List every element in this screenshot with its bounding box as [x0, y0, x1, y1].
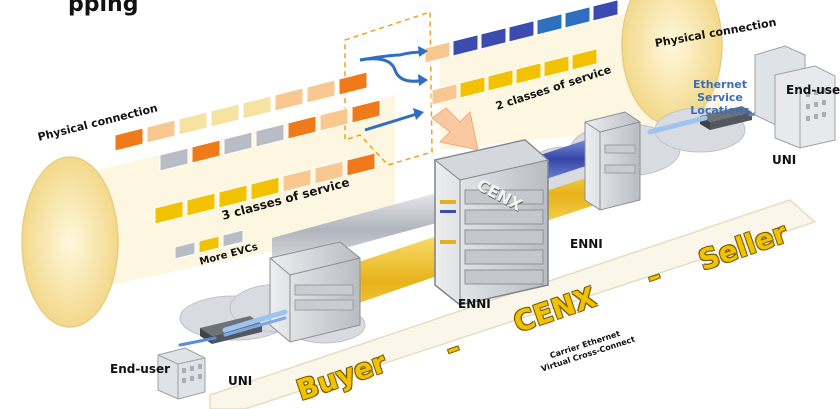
enni-right-label: ENNI [570, 237, 603, 251]
evc-block [508, 20, 535, 43]
evc-block [459, 76, 486, 99]
evc-block [287, 115, 317, 140]
evc-block [564, 6, 591, 29]
evc-block [218, 184, 248, 209]
evc-block [480, 27, 507, 50]
evc-block [351, 99, 381, 124]
right-server-rack-icon [584, 111, 641, 211]
evc-block [592, 0, 619, 22]
enni-left-label: ENNI [458, 297, 491, 311]
pointer-arrow-icon [431, 107, 479, 151]
evc-block [536, 13, 563, 36]
row-right-bottom [431, 48, 598, 106]
evc-block [515, 62, 542, 85]
right-pipe-cylinder [440, 0, 723, 150]
esl-line-2: Service [697, 91, 743, 104]
evc-block [452, 34, 479, 57]
evc-block [306, 79, 336, 104]
evc-block [424, 41, 451, 64]
evc-block [198, 235, 220, 254]
evc-block [314, 160, 344, 185]
evc-block [154, 200, 184, 225]
evc-block [319, 107, 349, 132]
evc-block [222, 229, 244, 248]
uni-right-label: UNI [772, 153, 797, 167]
end-user-right-label: End-user [786, 83, 840, 97]
evc-block [178, 111, 208, 136]
evc-block [114, 127, 144, 152]
arrow-heads [413, 46, 428, 120]
evc-block [159, 147, 189, 172]
evc-block [250, 176, 280, 201]
ethernet-service-locations-label: Ethernet Service Locations [680, 78, 760, 117]
cenx-exchange-rack-icon [433, 139, 550, 306]
evc-block [255, 123, 285, 148]
building-icon-left [157, 347, 206, 400]
buyer-cenx-seller-ribbon [209, 199, 817, 409]
evc-block [174, 241, 196, 260]
evc-block [487, 69, 514, 92]
title-fragment: pping [68, 0, 139, 17]
row-right-top [424, 0, 619, 64]
row-left-mid [159, 99, 381, 172]
esl-line-1: Ethernet [692, 78, 748, 91]
evc-block [431, 83, 458, 106]
evc-block [282, 168, 312, 193]
evc-block [210, 103, 240, 128]
row-left-more [174, 229, 244, 260]
left-pipe-cylinder [21, 95, 395, 328]
evc-block [571, 48, 598, 71]
evc-block [242, 95, 272, 120]
evc-segment-blocks [114, 0, 619, 260]
evc-block [543, 55, 570, 78]
evc-block [191, 139, 221, 164]
end-user-left-label: End-user [110, 362, 171, 376]
evc-block [186, 192, 216, 217]
evc-block [346, 152, 376, 177]
uni-left-label: UNI [228, 374, 253, 388]
evc-block [146, 119, 176, 144]
left-server-rack-icon [269, 241, 361, 343]
row-left-bottom [154, 152, 376, 225]
evc-block [223, 131, 253, 156]
esl-line-3: Locations [690, 104, 750, 117]
arrow-icon [359, 50, 426, 132]
evc-block [274, 87, 304, 112]
evc-block [338, 71, 368, 96]
building-icon-right [754, 45, 836, 149]
row-left-top [114, 71, 368, 152]
